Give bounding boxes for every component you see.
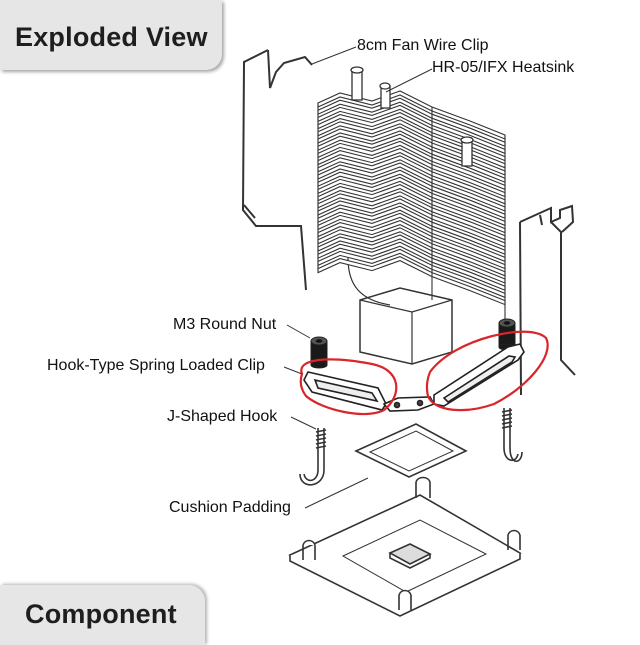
heatsink-base: [359, 287, 453, 365]
header-title: Exploded View: [15, 22, 208, 52]
exploded-view-diagram: [241, 46, 576, 617]
footer-title: Component: [25, 599, 177, 629]
label-heatsink: HR-05/IFX Heatsink: [432, 59, 575, 76]
j-shaped-hook-right: [501, 408, 523, 463]
m3-round-nut-left: [310, 336, 328, 369]
label-j-hook: J-Shaped Hook: [167, 408, 278, 425]
fan-wire-clip-left: [241, 49, 313, 291]
label-cushion-padding: Cushion Padding: [169, 499, 291, 516]
j-shaped-hook-left: [299, 428, 327, 486]
heatsink-edges: [317, 103, 506, 320]
label-fan-wire-clip: 8cm Fan Wire Clip: [357, 37, 489, 54]
label-spring-clip: Hook-Type Spring Loaded Clip: [47, 357, 265, 374]
cushion-padding: [354, 423, 468, 478]
heatsink: [317, 66, 506, 365]
highlight-marks: [299, 330, 549, 416]
fan-wire-clip-right: [519, 204, 576, 396]
heatpipe-tops: [350, 66, 474, 167]
leader-lines: [283, 46, 433, 509]
backplate: [288, 476, 522, 617]
header-tab: [0, 0, 222, 70]
label-m3-round-nut: M3 Round Nut: [173, 316, 277, 333]
